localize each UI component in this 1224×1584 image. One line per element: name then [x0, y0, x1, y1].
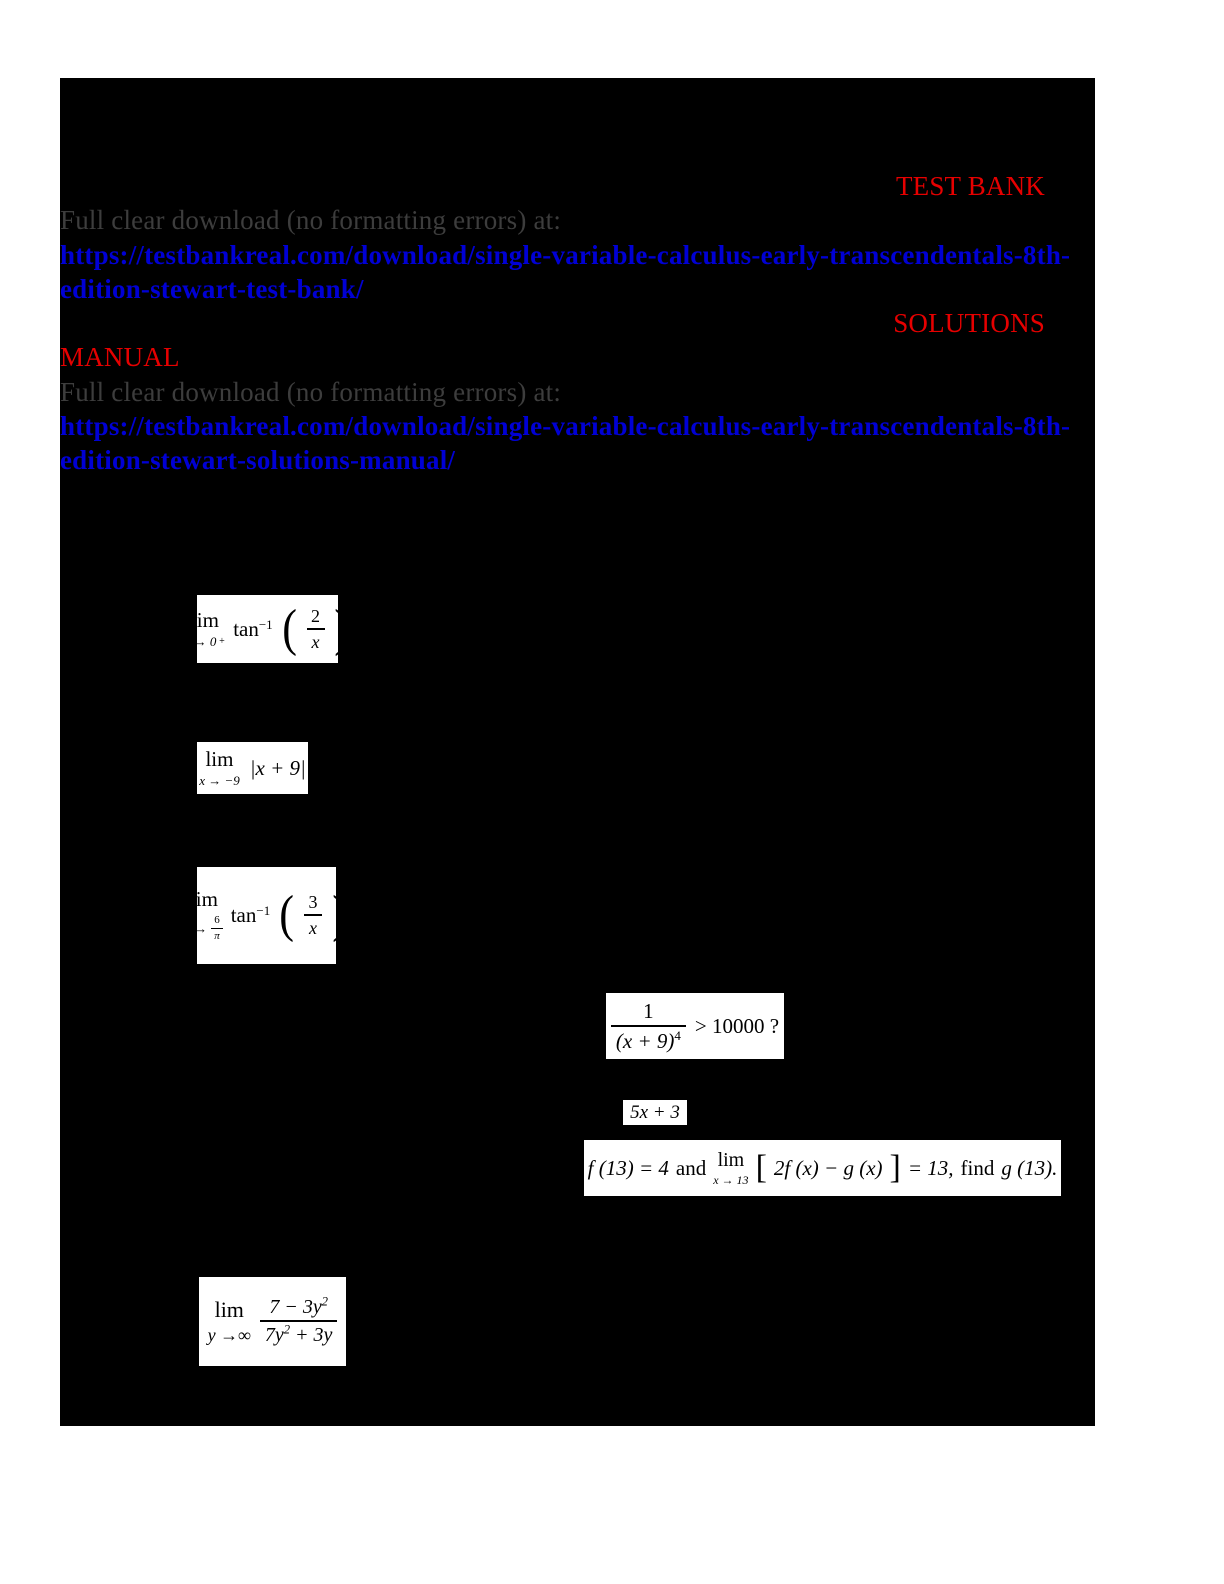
lim-label: lim — [197, 608, 219, 632]
find-target: g (13). — [1001, 1155, 1058, 1180]
denominator: x — [306, 627, 325, 653]
numerator: 1 — [643, 999, 654, 1024]
fraction: 1 (x + 9)4 — [610, 999, 686, 1053]
lim-label: lim — [717, 1149, 745, 1171]
solutions-url-line-1[interactable]: https://testbankreal.com/download/single… — [60, 411, 1071, 442]
download-note-2: Full clear download (no formatting error… — [60, 376, 562, 407]
expression: 5x + 3 — [630, 1101, 680, 1123]
limit-operator-block: lim x → 0+ — [197, 608, 225, 649]
formula-limit-equation-g13: f (13) = 4 and lim x → 13 [ 2f (x) − g (… — [584, 1140, 1061, 1196]
inverse-exponent: −1 — [256, 903, 271, 918]
formula-limit-abs-x-plus-9: lim x → −9 |x + 9| — [197, 742, 308, 794]
numerator: 7 − 3y2 — [264, 1294, 333, 1320]
numerator: 2 — [311, 605, 321, 626]
limit-operator-block: lim x → 13 — [713, 1150, 748, 1186]
given-equation: f (13) = 4 — [587, 1155, 669, 1180]
formula-5x-plus-3: 5x + 3 — [623, 1100, 687, 1125]
formula-inequality-10000: 1 (x + 9)4 > 10000 ? — [606, 993, 784, 1059]
right-paren: ) — [334, 602, 338, 654]
denominator-b: + 3y — [290, 1324, 333, 1346]
document-content-region: TEST BANK Full clear download (no format… — [60, 78, 1095, 1426]
right-bracket: ] — [889, 1148, 901, 1186]
denominator-a: 7y — [264, 1324, 284, 1346]
find-word: find — [960, 1155, 995, 1180]
bracketed-expression: 2f (x) − g (x) — [773, 1155, 883, 1180]
limit-subscript: y →∞ — [207, 1325, 251, 1345]
numerator: 3 — [308, 892, 318, 913]
and-word: and — [675, 1155, 707, 1180]
inverse-exponent: −1 — [258, 616, 273, 632]
right-paren: ) — [332, 889, 336, 941]
limit-approach: x → 0 — [197, 634, 217, 649]
arctan-function: tan−1 — [231, 903, 271, 928]
formula-rational-limit-y: lim y →∞ 7 − 3y2 7y2 + 3y — [199, 1277, 346, 1366]
power-exponent: 2 — [283, 1322, 291, 1337]
limit-operator-block: lim x → −9 — [199, 747, 240, 788]
limit-subscript: x → 6 π — [197, 914, 223, 942]
fraction: 7 − 3y2 7y2 + 3y — [259, 1294, 338, 1347]
subscript-fraction: 6 π — [211, 914, 223, 942]
equals-value: = 13, — [907, 1155, 954, 1180]
limit-subscript: x → 13 — [713, 1173, 749, 1187]
formula-limit-arctan-3-over-x: lim x → 6 π tan−1 ( 3 x ) — [197, 867, 336, 964]
limit-approach: x → — [197, 922, 207, 935]
limit-subscript: x → −9 — [199, 773, 240, 788]
limit-operator-block: lim x → 6 π — [197, 887, 223, 942]
numerator: 6 — [214, 914, 220, 927]
header-text-block: TEST BANK Full clear download (no format… — [60, 169, 1095, 478]
test-bank-url-line-2[interactable]: edition-stewart-test-bank/ — [60, 273, 364, 304]
lim-label: lim — [214, 1297, 244, 1322]
denominator: 7y2 + 3y — [259, 1320, 338, 1347]
download-note-1: Full clear download (no formatting error… — [60, 205, 562, 236]
solutions-heading: SOLUTIONS — [893, 308, 1045, 339]
left-paren: ( — [279, 886, 295, 944]
numerator-base: 7 − 3y — [269, 1296, 322, 1318]
denominator: π — [211, 927, 223, 942]
solutions-url-line-2[interactable]: edition-stewart-solutions-manual/ — [60, 445, 456, 476]
left-bracket: [ — [755, 1148, 767, 1186]
inequality-tail: > 10000 ? — [694, 1013, 780, 1038]
denominator-base: (x + 9) — [615, 1028, 675, 1053]
formula-limit-arctan-2-over-x: lim x → 0+ tan−1 ( 2 x ) — [197, 595, 338, 663]
test-bank-url-line-1[interactable]: https://testbankreal.com/download/single… — [60, 239, 1071, 270]
test-bank-heading: TEST BANK — [895, 171, 1045, 201]
absolute-value-expression: |x + 9| — [249, 755, 306, 780]
fraction: 2 x — [306, 606, 325, 652]
fraction: 3 x — [304, 892, 323, 938]
power-exponent: 4 — [674, 1027, 681, 1043]
lim-label: lim — [197, 887, 218, 912]
left-paren: ( — [281, 599, 297, 657]
denominator: x — [304, 914, 323, 939]
manual-heading: MANUAL — [60, 342, 180, 373]
power-exponent: 2 — [321, 1294, 328, 1309]
arctan-function: tan−1 — [233, 617, 273, 642]
denominator: (x + 9)4 — [610, 1024, 686, 1053]
limit-subscript: x → 0+ — [197, 635, 225, 648]
tan-label: tan — [233, 616, 259, 641]
tan-label: tan — [230, 903, 257, 927]
limit-operator-block: lim y →∞ — [207, 1297, 251, 1345]
lim-label: lim — [205, 747, 234, 771]
